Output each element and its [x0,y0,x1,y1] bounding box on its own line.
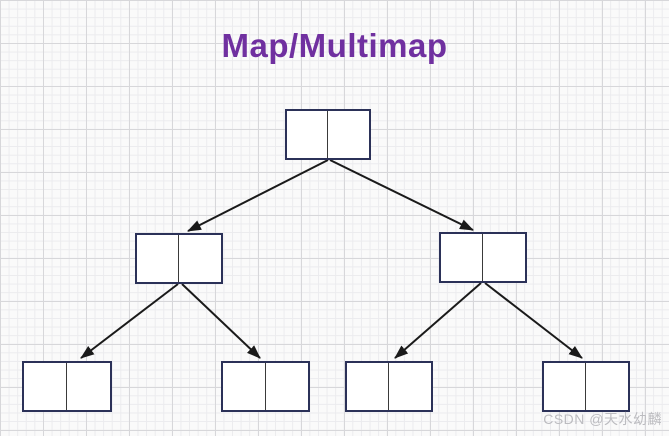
node-right-child-key-cell [441,234,483,281]
node-leaf-1-key-cell [24,363,67,410]
node-leaf-2-key-cell [223,363,266,410]
node-leaf-3 [345,361,433,412]
node-left-child-value-cell [179,235,221,282]
node-leaf-3-key-cell [347,363,389,410]
node-left-child [135,233,223,284]
node-leaf-1 [22,361,112,412]
arrow-left-child-to-leaf-1 [80,283,179,359]
node-right-child-value-cell [483,234,525,281]
node-left-child-key-cell [137,235,179,282]
node-root [285,109,371,160]
arrow-right-child-to-leaf-4 [484,282,583,359]
node-leaf-4-key-cell [544,363,586,410]
node-leaf-1-value-cell [67,363,110,410]
node-leaf-2 [221,361,310,412]
arrow-left-child-to-leaf-2 [181,283,261,359]
node-root-key-cell [287,111,328,158]
arrow-root-to-left-child [187,159,329,232]
arrow-right-child-to-leaf-3 [394,282,482,359]
watermark: CSDN @天水幼麟 [543,411,662,427]
node-leaf-4-value-cell [586,363,628,410]
node-right-child [439,232,527,283]
node-leaf-3-value-cell [389,363,431,410]
diagram-title: Map/Multimap [221,27,448,64]
node-root-value-cell [328,111,369,158]
arrow-root-to-right-child [329,159,474,231]
node-leaf-2-value-cell [266,363,309,410]
node-leaf-4 [542,361,630,412]
